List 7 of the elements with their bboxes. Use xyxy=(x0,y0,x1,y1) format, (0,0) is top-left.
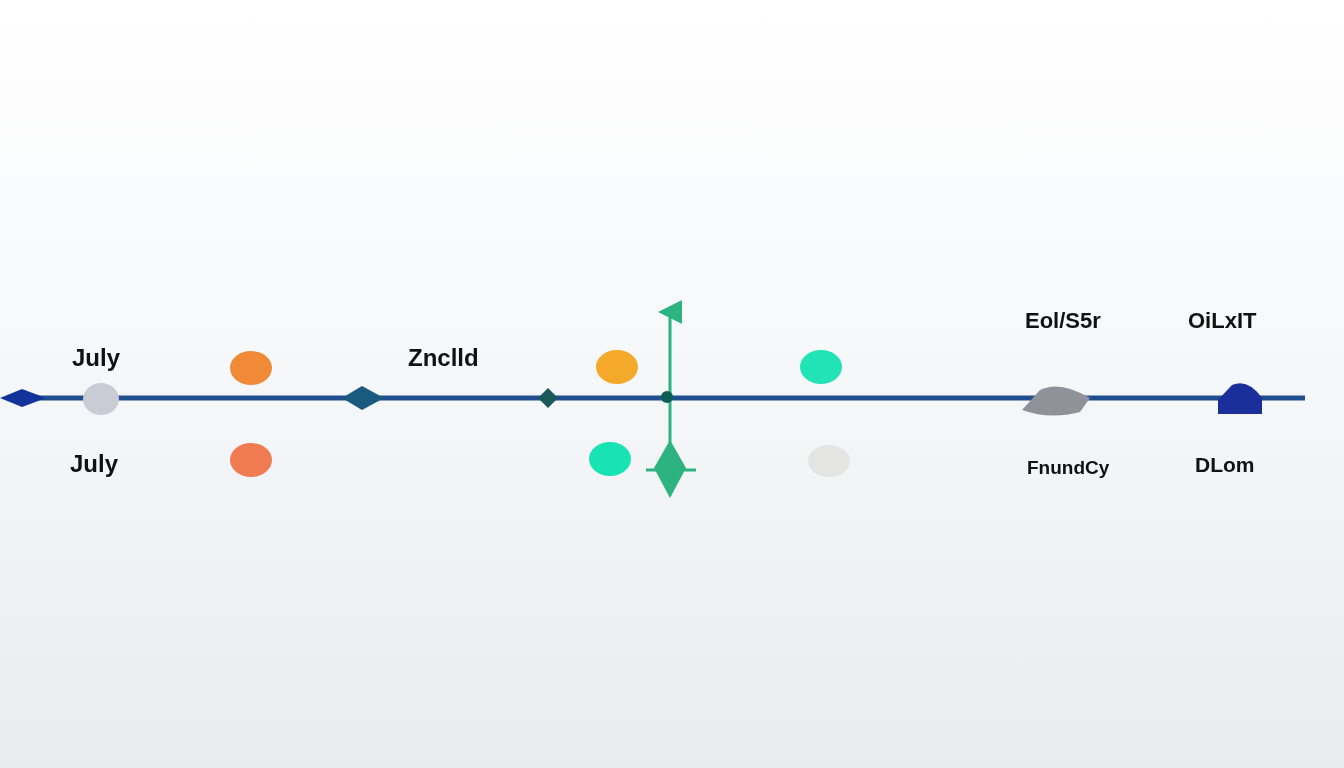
timeline-label: DLom xyxy=(1195,453,1255,477)
timeline-label: FnundCy xyxy=(1027,457,1110,479)
timeline-label: July xyxy=(70,450,119,478)
timeline-label: July xyxy=(72,344,121,372)
timeline-label: Eol/S5r xyxy=(1025,308,1101,334)
timeline-label: OiLxIT xyxy=(1188,308,1257,334)
timeline-label: Znclld xyxy=(408,344,479,372)
